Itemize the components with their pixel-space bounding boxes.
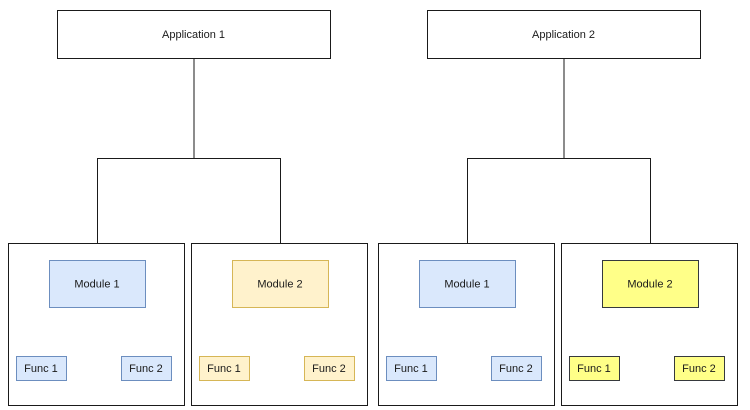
app-2-module-2-func-1-box: Func 1: [569, 356, 620, 381]
app-2-module-2-func-2-box: Func 2: [674, 356, 725, 381]
app-2-module-1-func-1-box: Func 1: [386, 356, 437, 381]
app-1-module-1-func-1-box-shape: [16, 356, 67, 381]
app-2-module-1-box-shape: [419, 260, 516, 308]
app-1-module-1-func-2-box-shape: [121, 356, 172, 381]
app-1-module-2-box-shape: [232, 260, 329, 308]
app-1-module-2-func-1-box: Func 1: [199, 356, 250, 381]
application-1-to-module-1-arrow: [94, 158, 194, 260]
app-2-module-1-box-label: Module 1: [444, 279, 489, 291]
app-1-module-2-box: Module 2: [232, 260, 329, 308]
application-1-to-module-2-arrow: [194, 158, 284, 260]
app-1-module-1-box-shape: [49, 260, 146, 308]
app-1-module-2-func-2-box: Func 2: [304, 356, 355, 381]
boxes: Application 1 Module 1 Func 1 Func 2 Module …: [8, 10, 738, 406]
app-2-module-1-func-1-box-label: Func 1: [394, 363, 428, 375]
application-2-box-shape: [427, 10, 701, 59]
app-1-module-1-box-label: Module 1: [74, 279, 119, 291]
app-1-module-1-func-1-box: Func 1: [16, 356, 67, 381]
app-1-module-1-func-2-box-label: Func 2: [129, 363, 163, 375]
app-2-module-2-box: Module 2: [602, 260, 699, 308]
application-2-box: Application 2: [427, 10, 701, 59]
application-2-box-label: Application 2: [532, 29, 595, 41]
app-2-module-2-box-label: Module 2: [627, 279, 672, 291]
application-1-box-label: Application 1: [162, 29, 225, 41]
application-1-box-shape: [57, 10, 331, 59]
app-2-module-1-func-2-box-label: Func 2: [499, 363, 533, 375]
app-2-module-1-box: Module 1: [419, 260, 516, 308]
app-1-module-2-func-2-box-shape: [304, 356, 355, 381]
application-2-to-module-2-arrow: [564, 158, 654, 260]
app-2-module-2-func-2-box-label: Func 2: [682, 363, 716, 375]
app-1-module-1-box: Module 1: [49, 260, 146, 308]
app-2-module-1-func-2-box: Func 2: [491, 356, 542, 381]
app-2-module-2-func-1-box-label: Func 1: [577, 363, 611, 375]
application-2-to-module-1-arrow: [464, 158, 564, 260]
app-1-module-1-func-2-box: Func 2: [121, 356, 172, 381]
app-2-module-2-func-2-box-shape: [674, 356, 725, 381]
app-1-module-2-func-2-box-label: Func 2: [312, 363, 346, 375]
app-1-module-2-func-1-box-label: Func 1: [207, 363, 241, 375]
app-2-module-2-func-1-box-shape: [569, 356, 620, 381]
app-1-module-1-func-1-box-label: Func 1: [24, 363, 58, 375]
application-1-box: Application 1: [57, 10, 331, 59]
app-2-module-1-func-1-box-shape: [386, 356, 437, 381]
app-1-module-2-func-1-box-shape: [199, 356, 250, 381]
app-2-module-1-func-2-box-shape: [491, 356, 542, 381]
app-2-module-2-box-shape: [602, 260, 699, 308]
app-1-module-2-box-label: Module 2: [257, 279, 302, 291]
